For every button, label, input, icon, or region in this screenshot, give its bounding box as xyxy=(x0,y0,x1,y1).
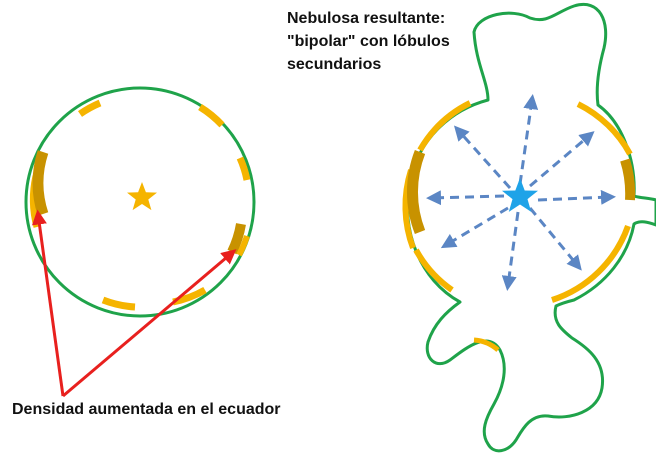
expansion-arrow-lower-right xyxy=(528,207,582,271)
shell-outline xyxy=(24,86,256,318)
arc-right-bottom xyxy=(236,235,250,257)
arc-left-dark xyxy=(406,150,426,234)
arc-right-dark xyxy=(620,158,636,201)
expansion-arrow-right xyxy=(537,189,616,205)
arc-bottom-lobe xyxy=(473,337,500,352)
spherical-shell xyxy=(24,86,256,318)
arc-upper-right xyxy=(576,101,633,156)
nebula-title-line-1: Nebulosa resultante: xyxy=(287,10,446,27)
arc-right-top xyxy=(236,156,251,181)
expansion-arrow-left xyxy=(426,190,505,206)
nebula-title-line-2: "bipolar" con lóbulos xyxy=(287,33,450,50)
expansion-arrow-lower-left xyxy=(440,206,509,249)
expansion-arrow-upper-right xyxy=(529,131,595,188)
expansion-arrow-up xyxy=(518,94,539,185)
expansion-arrows xyxy=(426,94,616,291)
pointer-arrow-left xyxy=(31,209,65,397)
density-pointer-arrows xyxy=(31,209,237,398)
expansion-arrow-down xyxy=(501,211,520,291)
arc-bottom-left xyxy=(101,296,136,311)
star-icon xyxy=(502,178,538,212)
density-caption: Densidad aumentada en el ecuador xyxy=(12,401,281,418)
nebula-outline xyxy=(405,2,656,453)
nebula-density-arcs xyxy=(402,100,636,352)
arc-top-right xyxy=(198,104,225,128)
expansion-arrow-upper-left xyxy=(453,125,512,190)
arc-lower-left xyxy=(413,248,454,293)
arc-upper-left xyxy=(417,100,472,152)
arc-top-left xyxy=(77,99,102,117)
arc-left-dark xyxy=(32,150,49,216)
star-icon xyxy=(127,182,157,211)
nebula-title-line-3: secundarios xyxy=(287,56,382,73)
pointer-arrow-right xyxy=(62,249,237,398)
arc-lower-right xyxy=(551,224,631,303)
bipolar-nebula xyxy=(402,2,656,453)
